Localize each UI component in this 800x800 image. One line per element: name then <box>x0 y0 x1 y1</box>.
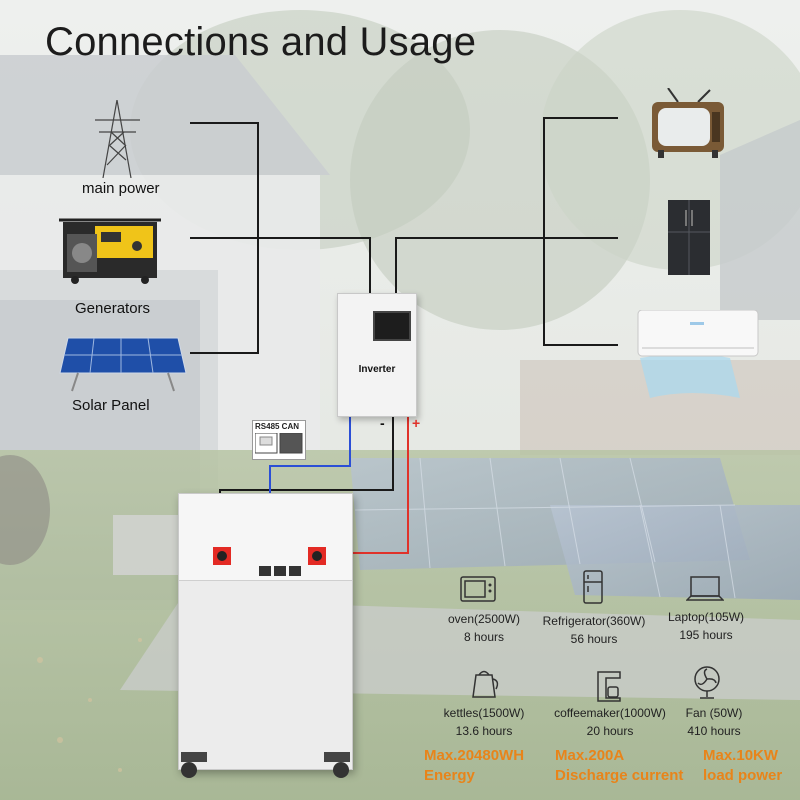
appliance-name-coffeemaker: coffeemaker(1000W) <box>554 706 666 720</box>
spec-load-power-value: Max.10KW <box>703 747 779 764</box>
fan-icon <box>694 666 720 699</box>
appliance-hours-laptop: 195 hours <box>679 628 733 642</box>
inverter: Inverter <box>337 293 417 417</box>
generator-icon <box>59 218 161 284</box>
inverter-plus-label: + <box>412 415 421 431</box>
battery-unit <box>178 493 353 778</box>
spec-discharge-label: Discharge current <box>555 767 684 784</box>
inverter-label: Inverter <box>358 364 396 375</box>
battery-terminal-positive <box>308 547 326 565</box>
appliance-hours-kettles: 13.6 hours <box>455 724 513 738</box>
spec-discharge-value: Max.200A <box>555 747 625 764</box>
rs485-can-port: RS485 CAN <box>252 420 306 460</box>
source-label-solar-panel: Solar Panel <box>72 397 150 414</box>
spec-energy: Max.20480WH Energy <box>424 746 524 786</box>
appliance-name-kettles: kettles(1500W) <box>443 706 525 720</box>
spec-energy-value: Max.20480WH <box>424 747 525 764</box>
battery-red-wire <box>330 415 409 554</box>
output-wires <box>395 117 618 346</box>
appliance-hours-oven: 8 hours <box>463 630 505 644</box>
inverter-minus-label: - <box>380 415 385 431</box>
kettle-icon <box>472 670 499 698</box>
rs485-connector-icon <box>255 433 303 454</box>
spec-discharge: Max.200A Discharge current <box>555 746 683 786</box>
appliance-hours-coffeemaker: 20 hours <box>586 724 634 738</box>
appliance-name-laptop: Laptop(105W) <box>667 610 745 624</box>
page-title: Connections and Usage <box>45 20 477 64</box>
appliance-hours-fan: 410 hours <box>687 724 741 738</box>
spec-load-power: Max.10KW load power <box>703 746 782 786</box>
inverter-screen <box>373 311 411 341</box>
microwave-icon <box>460 576 496 602</box>
appliance-hours-refrigerator: 56 hours <box>570 632 618 646</box>
air-conditioner-icon <box>637 310 759 398</box>
refrigerator-small-icon <box>583 570 603 604</box>
source-label-generators: Generators <box>75 300 151 317</box>
power-tower-icon <box>95 100 140 178</box>
source-label-main-power: main power <box>82 180 160 197</box>
battery-terminal-negative <box>213 547 231 565</box>
appliance-name-refrigerator: Refrigerator(360W) <box>542 614 646 628</box>
refrigerator-icon <box>668 200 710 275</box>
battery-wheels <box>181 752 350 778</box>
tv-icon <box>652 88 724 158</box>
spec-energy-label: Energy <box>424 767 475 784</box>
solar-panel-icon <box>59 337 187 392</box>
coffeemaker-icon <box>597 671 621 702</box>
appliance-name-oven: oven(2500W) <box>447 612 521 626</box>
rs485-label: RS485 CAN <box>255 422 300 431</box>
laptop-icon <box>686 576 724 601</box>
spec-load-power-label: load power <box>703 767 783 784</box>
input-wires <box>190 122 371 354</box>
battery-ports <box>259 566 301 576</box>
appliance-name-fan: Fan (50W) <box>685 706 743 720</box>
